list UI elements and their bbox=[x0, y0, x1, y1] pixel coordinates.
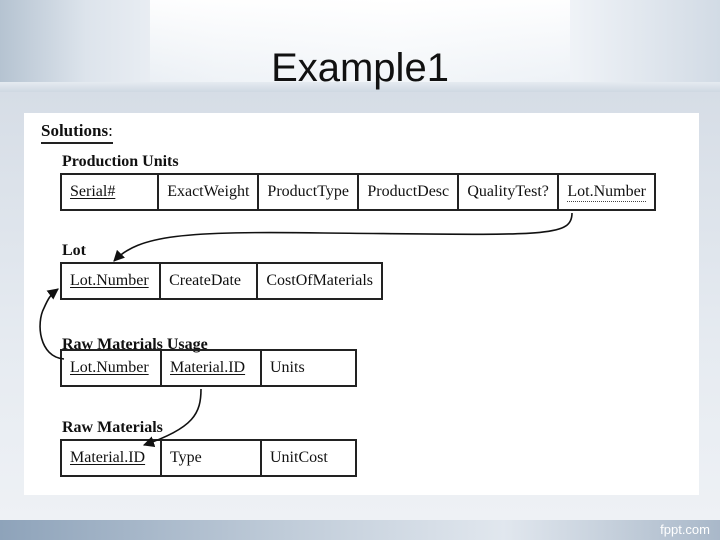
field-unit-cost: UnitCost bbox=[260, 440, 356, 476]
solutions-heading-text: Solutions bbox=[41, 121, 109, 140]
field-usage-material-id: Material.ID bbox=[160, 350, 261, 386]
field-product-desc: ProductDesc bbox=[357, 174, 459, 210]
field-serial: Serial# bbox=[70, 183, 116, 200]
arrow-production-units-to-lot bbox=[113, 212, 573, 262]
table-lot: Lot.Number CreateDate CostOfMaterials bbox=[60, 262, 383, 300]
field-units: Units bbox=[260, 350, 356, 386]
field-lot-number-fk: Lot.Number bbox=[557, 174, 655, 210]
field-cost-of-materials: CostOfMaterials bbox=[256, 263, 382, 299]
table-title-raw-materials-usage: Raw Materials Usage bbox=[62, 336, 208, 353]
field-material-id: Material.ID bbox=[70, 449, 146, 466]
field-create-date: CreateDate bbox=[159, 263, 258, 299]
solutions-heading-colon: : bbox=[108, 121, 113, 140]
table-raw-materials: Material.ID Type UnitCost bbox=[60, 439, 357, 477]
field-quality-test: QualityTest? bbox=[457, 174, 559, 210]
solutions-heading: Solutions: bbox=[41, 121, 113, 144]
table-title-production-units: Production Units bbox=[62, 153, 179, 170]
field-exact-weight: ExactWeight bbox=[157, 174, 259, 210]
table-title-lot: Lot bbox=[62, 242, 86, 259]
footer-brand: fppt.com bbox=[660, 522, 710, 537]
schema-diagram: Solutions: Production Units Serial# Exac… bbox=[24, 113, 699, 495]
footer-band bbox=[0, 520, 720, 540]
table-title-raw-materials: Raw Materials bbox=[62, 419, 163, 436]
table-production-units: Serial# ExactWeight ProductType ProductD… bbox=[60, 173, 656, 211]
field-lot-number-pk: Lot.Number bbox=[70, 272, 149, 289]
field-product-type: ProductType bbox=[257, 174, 359, 210]
field-usage-lot-number: Lot.Number bbox=[70, 359, 149, 376]
table-raw-materials-usage: Lot.Number Material.ID Units bbox=[60, 349, 357, 387]
slide-title: Example1 bbox=[271, 46, 449, 90]
header-band bbox=[0, 0, 720, 92]
field-lot-number-fk-text: Lot.Number bbox=[567, 183, 646, 202]
field-type: Type bbox=[160, 440, 261, 476]
